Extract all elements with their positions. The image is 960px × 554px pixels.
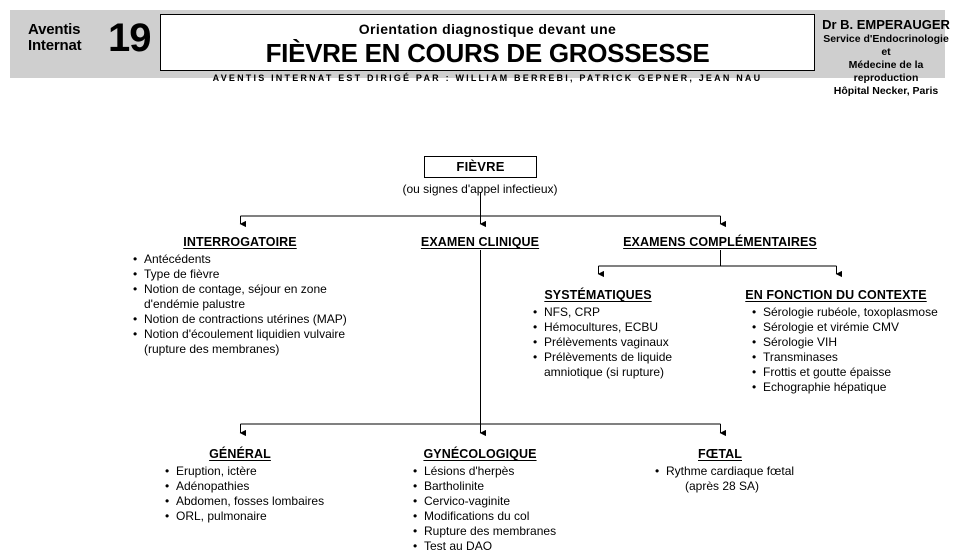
list-item-continuation: amniotique (si rupture) <box>544 365 665 379</box>
heading-examen-clinique: EXAMEN CLINIQUE <box>420 235 540 249</box>
brand-line-2: Internat <box>28 37 82 54</box>
author-block: Dr B. EMPERAUGER Service d'Endocrinologi… <box>822 16 950 98</box>
list-item: NFS, CRP <box>533 305 672 320</box>
heading-general: GÉNÉRAL <box>209 447 271 461</box>
list-en-fonction-du-contexte: Sérologie rubéole, toxoplasmose Sérologi… <box>752 305 938 395</box>
list-item: Sérologie VIH <box>752 335 938 350</box>
list-item-continuation: d'endémie palustre <box>144 297 246 311</box>
list-item: Bartholinite <box>413 479 556 494</box>
author-affiliation-2: Médecine de la reproduction <box>848 59 924 84</box>
list-item: Prélèvements de liquide <box>533 350 672 365</box>
node-fievre: FIÈVRE <box>424 156 537 178</box>
list-item: Frottis et goutte épaisse <box>752 365 938 380</box>
node-fievre-caption: (ou signes d'appel infectieux) <box>402 182 558 196</box>
author-affiliation-1: Service d'Endocrinologie et <box>823 33 949 58</box>
brand-logo: Aventis Internat <box>28 22 138 54</box>
list-item: ORL, pulmonaire <box>165 509 324 524</box>
list-item: Hémocultures, ECBU <box>533 320 672 335</box>
list-item: Sérologie et virémie CMV <box>752 320 938 335</box>
list-item: Prélèvements vaginaux <box>533 335 672 350</box>
page-title: FIÈVRE EN COURS DE GROSSESSE <box>265 38 710 68</box>
list-item: Notion de contage, séjour en zone <box>133 282 347 297</box>
heading-interrogatoire: INTERROGATOIRE <box>183 235 297 249</box>
list-item: Rupture des membranes <box>413 524 556 539</box>
list-item-continuation: (après 28 SA) <box>685 479 760 493</box>
list-gynecologique: Lésions d'herpès Bartholinite Cervico-va… <box>413 464 556 554</box>
list-item: Rythme cardiaque fœtal <box>655 464 794 479</box>
list-item: Eruption, ictère <box>165 464 324 479</box>
title-box: Orientation diagnostique devant une FIÈV… <box>160 14 815 71</box>
author-name: Dr B. EMPERAUGER <box>822 17 950 32</box>
brand-line-1: Aventis <box>28 21 81 38</box>
heading-systematiques: SYSTÉMATIQUES <box>544 288 652 302</box>
list-item: Lésions d'herpès <box>413 464 556 479</box>
list-item-continuation: (rupture des membranes) <box>144 342 280 356</box>
list-item: Notion de contractions utérines (MAP) <box>133 312 347 327</box>
list-item: Type de fièvre <box>133 267 347 282</box>
list-general: Eruption, ictère Adénopathies Abdomen, f… <box>165 464 324 524</box>
list-interrogatoire: Antécédents Type de fièvre Notion de con… <box>133 252 347 357</box>
list-item: Antécédents <box>133 252 347 267</box>
heading-foetal: FŒTAL <box>697 447 742 461</box>
issue-number: 19 <box>108 16 151 60</box>
list-item: Sérologie rubéole, toxoplasmose <box>752 305 938 320</box>
heading-examens-complementaires: EXAMENS COMPLÉMENTAIRES <box>623 235 817 249</box>
list-item: Echographie hépatique <box>752 380 938 395</box>
list-item: Cervico-vaginite <box>413 494 556 509</box>
list-item: Transminases <box>752 350 938 365</box>
author-affiliation-3: Hôpital Necker, Paris <box>833 85 939 97</box>
credits-line: AVENTIS INTERNAT EST DIRIGÉ PAR : WILLIA… <box>212 73 763 83</box>
list-item: Modifications du col <box>413 509 556 524</box>
heading-en-fonction-du-contexte: EN FONCTION DU CONTEXTE <box>745 288 927 302</box>
heading-gynecologique: GYNÉCOLOGIQUE <box>423 447 537 461</box>
list-item: Notion d'écoulement liquidien vulvaire <box>133 327 347 342</box>
header-band: Aventis Internat 19 Orientation diagnost… <box>10 10 950 97</box>
list-item: Adénopathies <box>165 479 324 494</box>
list-item: Test au DAO <box>413 539 556 554</box>
list-foetal: Rythme cardiaque fœtal (après 28 SA) <box>655 464 794 494</box>
list-systematiques: NFS, CRP Hémocultures, ECBU Prélèvements… <box>533 305 672 380</box>
title-kicker: Orientation diagnostique devant une <box>358 21 617 37</box>
list-item: Abdomen, fosses lombaires <box>165 494 324 509</box>
